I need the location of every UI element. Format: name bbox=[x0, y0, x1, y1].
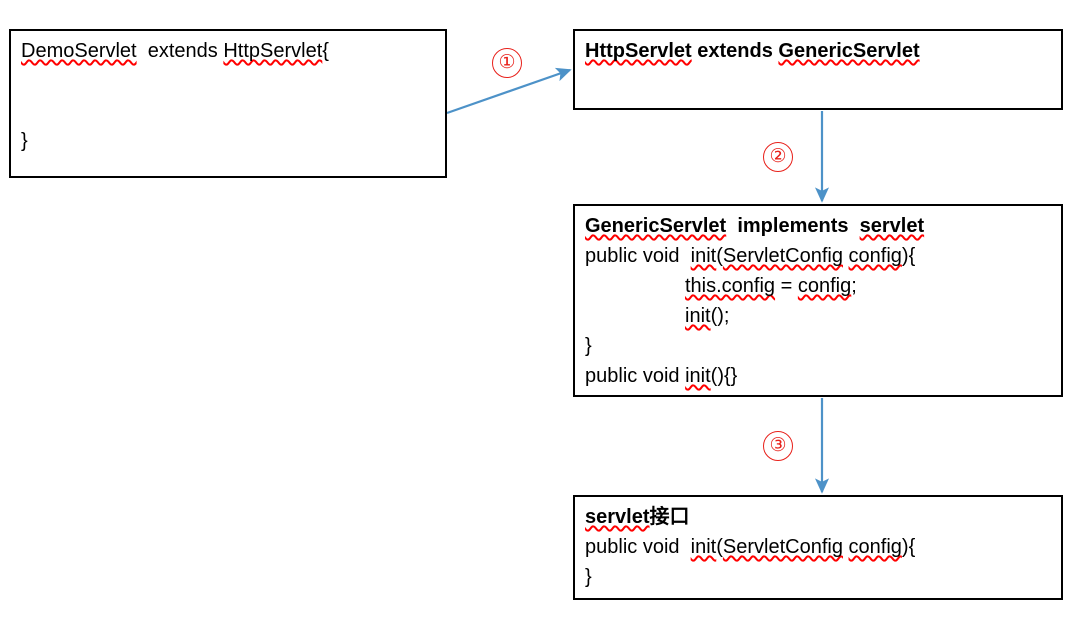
code-line: GenericServlet implements servlet bbox=[585, 215, 925, 237]
code-line bbox=[21, 66, 441, 96]
box-servlet-interface: servlet接口 public void init(ServletConfig … bbox=[573, 495, 1063, 600]
box-generic-servlet: GenericServlet implements servlet public … bbox=[573, 204, 1063, 397]
spellcheck-token: HttpServlet bbox=[585, 40, 692, 62]
code-block-http-servlet: HttpServlet extends GenericServlet bbox=[585, 36, 1057, 66]
spellcheck-token: init bbox=[685, 365, 711, 387]
step-marker-2: ② bbox=[763, 142, 793, 172]
code-line: servlet接口 bbox=[585, 506, 690, 528]
spellcheck-token: GenericServlet bbox=[585, 215, 727, 237]
spellcheck-token: GenericServlet bbox=[778, 40, 920, 62]
code-line: HttpServlet extends GenericServlet bbox=[585, 40, 920, 62]
code-line: } bbox=[21, 130, 28, 152]
box-demo-servlet: DemoServlet extends HttpServlet{ } bbox=[9, 29, 447, 178]
code-line: this.config = config; bbox=[685, 275, 857, 297]
code-line: public void init(ServletConfig config){ bbox=[585, 536, 916, 558]
code-block-demo-servlet: DemoServlet extends HttpServlet{ } bbox=[21, 36, 441, 156]
code-line: init(); bbox=[685, 305, 730, 327]
code-line: } bbox=[585, 335, 592, 357]
code-block-servlet-interface: servlet接口 public void init(ServletConfig … bbox=[585, 502, 1057, 592]
code-line bbox=[21, 96, 441, 126]
spellcheck-token: this.config bbox=[685, 275, 776, 297]
code-block-generic-servlet: GenericServlet implements servlet public … bbox=[585, 211, 1057, 391]
box-http-servlet: HttpServlet extends GenericServlet bbox=[573, 29, 1063, 110]
spellcheck-token: init bbox=[690, 536, 717, 558]
code-line: DemoServlet extends HttpServlet{ bbox=[21, 40, 329, 62]
spellcheck-token: init bbox=[685, 305, 711, 327]
spellcheck-token: config bbox=[848, 536, 902, 558]
spellcheck-token: servlet bbox=[585, 506, 650, 528]
spellcheck-token: HttpServlet bbox=[223, 40, 323, 62]
step-marker-1: ① bbox=[492, 48, 522, 78]
code-line: public void init(ServletConfig config){ bbox=[585, 245, 916, 267]
spellcheck-token: ServletConfig bbox=[722, 245, 843, 267]
step-marker-3: ③ bbox=[763, 431, 793, 461]
spellcheck-token: config bbox=[848, 245, 902, 267]
spellcheck-token: ServletConfig bbox=[722, 536, 843, 558]
code-line: public void init(){} bbox=[585, 365, 738, 387]
code-line: } bbox=[585, 566, 592, 588]
spellcheck-token: init bbox=[690, 245, 717, 267]
spellcheck-token: servlet bbox=[859, 215, 925, 237]
spellcheck-token: config bbox=[797, 275, 852, 297]
spellcheck-token: DemoServlet bbox=[21, 40, 137, 62]
